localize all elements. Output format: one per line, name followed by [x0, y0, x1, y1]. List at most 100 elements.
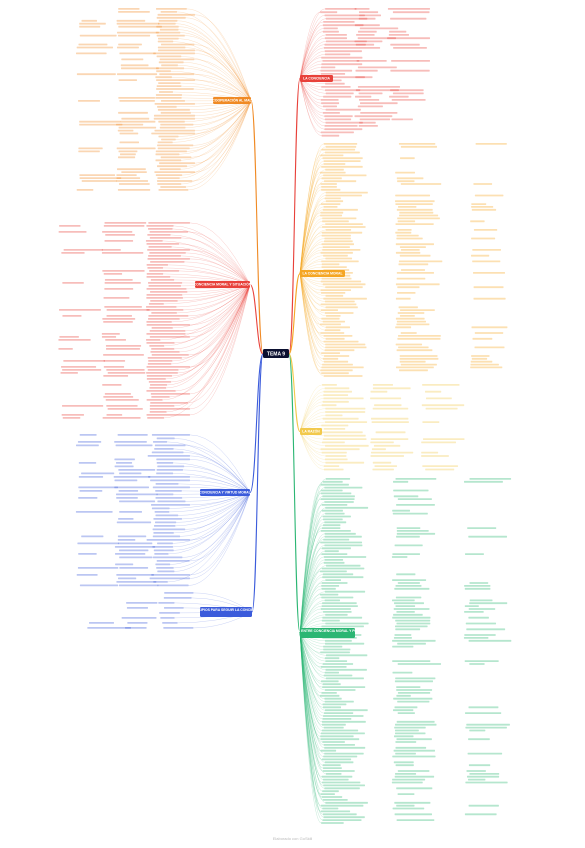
branch-line — [250, 99, 264, 355]
leaf-node — [355, 89, 399, 92]
leaf-node — [121, 617, 157, 619]
leaf-connector — [174, 284, 251, 344]
leaf-node — [323, 816, 365, 819]
main-topic-t5[interactable]: LA CONCIENCIA — [300, 75, 333, 82]
leaf-connector — [299, 273, 323, 359]
leaf-node — [320, 694, 340, 697]
leaf-connector — [299, 78, 326, 110]
leaf-node — [117, 31, 159, 34]
leaf-node — [117, 535, 147, 538]
leaf-node — [160, 617, 175, 619]
main-topic-t7[interactable]: LA RAZÓN — [300, 428, 322, 435]
leaf-node — [360, 102, 398, 105]
central-node[interactable]: TEMA 9 — [263, 349, 289, 358]
leaf-node — [321, 56, 363, 59]
leaf-node — [370, 455, 404, 457]
leaf-node — [157, 46, 186, 49]
leaf-node — [469, 773, 500, 775]
leaf-node — [118, 79, 137, 81]
leaf-node — [126, 607, 148, 609]
leaf-node — [149, 577, 190, 580]
leaf-node — [155, 159, 182, 162]
leaf-node — [322, 157, 363, 160]
leaf-node — [146, 264, 168, 266]
leaf-node — [392, 807, 425, 810]
leaf-connector — [180, 100, 252, 170]
leaf-node — [156, 469, 183, 471]
leaf-node — [468, 764, 491, 767]
central-node-label: TEMA 9 — [267, 352, 285, 358]
leaf-node — [150, 479, 190, 482]
leaf-node — [117, 189, 151, 191]
leaf-node — [146, 375, 173, 377]
leaf-node — [396, 323, 430, 326]
leaf-node — [160, 111, 191, 114]
main-topic-t8[interactable]: RELACIÓN ENTRE CONCIENCIA MORAL Y PRUDEN… — [283, 628, 373, 638]
leaf-node — [322, 686, 366, 688]
leaf-connector — [299, 12, 321, 79]
leaf-connector — [185, 17, 252, 101]
leaf-node — [103, 225, 145, 227]
leaf-node — [396, 504, 435, 506]
leaf-node — [147, 249, 190, 251]
leaf-node — [157, 108, 190, 111]
leaf-node — [397, 217, 440, 220]
leaf-node — [422, 384, 460, 386]
leaf-node — [325, 337, 345, 340]
leaf-node — [320, 303, 357, 306]
leaves-layer — [58, 8, 512, 824]
leaf-node — [471, 254, 490, 257]
leaf-node — [320, 498, 355, 500]
leaf-connector — [176, 284, 251, 308]
main-topic-t3[interactable]: CONCIENCIA Y VIRTUD MORAL — [199, 489, 251, 496]
leaf-node — [149, 330, 186, 332]
leaf-node — [324, 312, 354, 314]
leaf-node — [119, 132, 139, 135]
leaf-connector — [299, 401, 323, 432]
leaf-node — [321, 66, 336, 69]
main-topic-t1[interactable]: COOPERACIÓN AL MAL — [212, 97, 252, 104]
leaf-node — [325, 223, 363, 225]
leaf-connector — [189, 459, 251, 493]
leaf-node — [151, 507, 170, 510]
leaf-node — [400, 145, 437, 148]
leaf-node — [395, 478, 437, 480]
main-topic-t2[interactable]: CONCIENCIA MORAL Y SITUACIÓN — [194, 281, 252, 288]
leaf-node — [370, 441, 394, 444]
leaf-node — [103, 321, 133, 323]
main-topic-t6[interactable]: LA CONCIENCIA MORAL — [300, 270, 345, 277]
main-topic-t4[interactable]: PRINCIPIOS PARA SEGUIR LA CONCIENCIA — [190, 607, 262, 617]
leaf-node — [156, 437, 175, 440]
leaf-node — [81, 19, 97, 22]
leaf-node — [157, 144, 194, 147]
leaf-node — [469, 602, 508, 605]
leaf-node — [147, 369, 179, 371]
branch-line — [288, 353, 301, 433]
leaf-node — [325, 773, 342, 775]
leaf-node — [393, 489, 429, 492]
leaf-node — [61, 252, 85, 254]
leaf-node — [399, 315, 415, 317]
leaf-node — [146, 339, 161, 341]
leaf-node — [323, 434, 366, 437]
leaf-node — [321, 102, 340, 105]
leaf-node — [324, 787, 360, 790]
leaf-node — [399, 211, 434, 214]
leaf-connector — [299, 632, 322, 824]
leaf-node — [393, 637, 412, 639]
leaf-node — [118, 43, 142, 46]
leaf-node — [393, 613, 423, 616]
leaf-node — [153, 581, 168, 583]
leaf-node — [397, 700, 430, 703]
leaf-node — [103, 273, 123, 275]
leaf-node — [321, 720, 366, 723]
leaf-node — [147, 357, 182, 359]
leaf-node — [469, 478, 512, 480]
leaf-node — [324, 709, 368, 712]
leaf-node — [159, 126, 186, 129]
leaf-node — [156, 88, 194, 90]
leaf-node — [157, 570, 175, 573]
leaf-node — [397, 229, 412, 231]
leaf-node — [473, 183, 493, 185]
leaf-node — [392, 579, 427, 581]
